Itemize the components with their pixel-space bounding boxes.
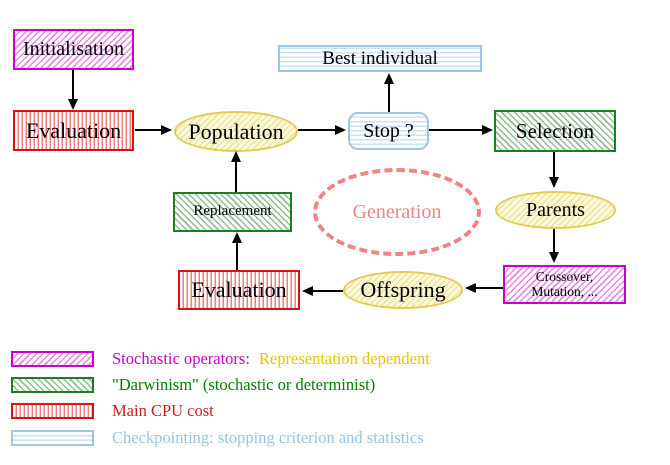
arrow-evaluation-to-population-head [161,125,172,135]
legend-label-representation-dependent: Representation dependent [258,349,430,368]
node-evaluation-bottom: Evaluation [178,270,300,310]
arrow-crossover-to-offspring-head [465,283,476,293]
crossover-label-line2: Mutation, ... [531,283,598,299]
arrow-replacement-to-population-head [231,151,241,162]
node-replacement: Replacement [173,192,292,232]
arrow-stop-to-selection-head [482,125,493,135]
node-crossover-mutation: Crossover, Mutation, ... [503,265,626,304]
legend-swatch-darwinism [11,377,94,393]
arrow-parents-to-crossover-line [553,229,555,252]
node-initialisation: Initialisation [13,29,134,70]
legend-swatch-stochastic-operators [11,351,94,367]
arrow-evaluation-to-replacement-line [236,243,238,270]
legend-label-darwinism: "Darwinism" (stochastic or determinist) [112,375,376,394]
arrow-offspring-to-evaluation-line [313,290,343,292]
crossover-label-line1: Crossover, [535,269,594,285]
node-evaluation-top: Evaluation [13,110,134,151]
arrow-replacement-to-population-line [235,162,237,192]
arrow-initialisation-to-evaluation-line [72,70,74,100]
legend-row-stochastic-operators: Stochastic operators: Representation depe… [112,349,430,369]
arrow-evaluation-to-replacement-head [232,232,242,243]
arrow-offspring-to-evaluation-head [302,286,313,296]
node-offspring: Offspring [343,271,463,309]
legend-label-stochastic-operators: Stochastic operators: [112,349,250,368]
legend-swatch-checkpointing [11,430,94,446]
node-generation: Generation [313,168,481,256]
arrow-population-to-stop-line [298,129,335,131]
legend-swatch-main-cpu-cost [11,403,94,419]
arrow-stop-to-selection-line [429,129,482,131]
node-stop: Stop ? [348,112,429,150]
node-population: Population [174,111,298,152]
arrow-stop-to-best-individual-head [384,73,394,84]
arrow-selection-to-parents-line [553,152,555,177]
node-best-individual: Best individual [278,45,482,72]
arrow-parents-to-crossover-head [549,252,559,263]
legend-label-checkpointing: Checkpointing: stopping criterion and st… [112,428,424,447]
arrow-crossover-to-offspring-line [476,287,503,289]
arrow-population-to-stop-head [335,125,346,135]
node-selection: Selection [494,110,616,152]
arrow-selection-to-parents-head [549,177,559,188]
arrow-evaluation-to-population-line [135,129,161,131]
node-parents: Parents [495,191,616,229]
legend-label-main-cpu-cost: Main CPU cost [112,401,214,420]
arrow-initialisation-to-evaluation-head [68,99,78,110]
arrow-stop-to-best-individual-line [388,84,390,112]
